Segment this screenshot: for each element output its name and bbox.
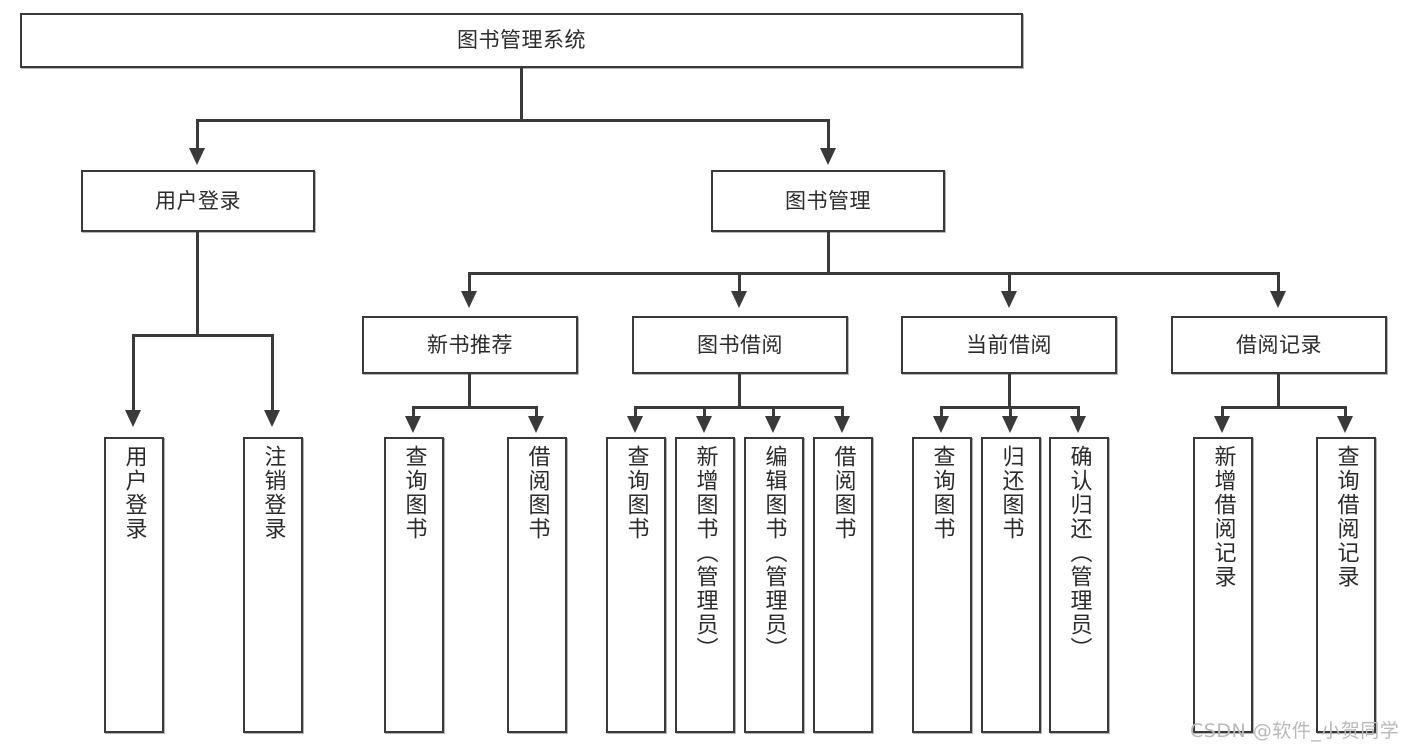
node-label: 查询借阅记录 [1333,445,1359,589]
connector-new-book-stem [468,374,471,408]
connector-user-login-stem [196,232,199,336]
arrow-to-new-book [461,291,477,308]
node-label: 图书管理 [785,188,871,213]
connector-book-manage-bar [468,272,1280,275]
node-label: 用户登录 [155,188,241,213]
node-label: 查询图书 [401,445,427,541]
arrow-book-borrow-to-leaf-1 [627,416,643,433]
node-label: 查询图书 [623,445,649,541]
connector-new-book-to-leaf-2 [535,406,538,418]
node-borrow-record[interactable]: 借阅记录 [1171,316,1387,374]
connector-current-borrow-to-leaf-3 [1077,406,1080,418]
node-current-borrow[interactable]: 当前借阅 [901,316,1117,374]
node-root-system[interactable]: 图书管理系统 [20,13,1023,68]
connector-current-borrow-to-leaf-2 [1009,406,1012,418]
node-label: 新增借阅记录 [1210,445,1236,589]
leaf-record-query[interactable]: 查询借阅记录 [1316,437,1376,733]
leaf-current-query-book[interactable]: 查询图书 [912,437,972,733]
arrow-to-current-borrow [1001,291,1017,308]
node-label: 借阅图书 [830,445,856,541]
connector-new-book-bar [412,406,538,409]
arrow-user-login-to-leaf-2 [264,410,280,427]
node-label: 归还图书 [998,445,1024,541]
arrow-to-book-borrow [731,291,747,308]
node-book-management[interactable]: 图书管理 [711,170,945,232]
connector-user-login-to-leaf-1 [132,334,135,412]
node-label: 注销登录 [260,445,286,541]
connector-root-stem [520,68,523,121]
node-user-login[interactable]: 用户登录 [81,170,315,232]
arrow-root-to-user-login [189,148,205,165]
connector-to-new-book [468,272,471,293]
connector-borrow-record-bar [1221,406,1347,409]
node-label: 用户登录 [121,445,147,541]
node-label: 图书管理系统 [457,28,586,53]
connector-book-borrow-bar [634,406,844,409]
connector-root-bar [196,119,830,122]
connector-borrow-record-to-leaf-1 [1221,406,1224,418]
connector-book-borrow-to-leaf-4 [841,406,844,418]
connector-root-to-user-login [196,119,199,150]
leaf-user-login[interactable]: 用户登录 [104,437,164,733]
node-new-book-recommend[interactable]: 新书推荐 [362,316,578,374]
leaf-new-book-query[interactable]: 查询图书 [384,437,444,733]
leaf-current-confirm-return[interactable]: 确认归还（管理员） [1049,437,1109,733]
connector-current-borrow-to-leaf-1 [940,406,943,418]
leaf-borrow-borrow-book[interactable]: 借阅图书 [813,437,873,733]
arrow-to-borrow-record [1270,291,1286,308]
leaf-current-return-book[interactable]: 归还图书 [981,437,1041,733]
arrow-current-borrow-to-leaf-3 [1070,416,1086,433]
node-label: 确认归还（管理员） [1066,445,1092,661]
leaf-record-add[interactable]: 新增借阅记录 [1193,437,1253,733]
leaf-borrow-query-book[interactable]: 查询图书 [606,437,666,733]
leaf-borrow-edit-book[interactable]: 编辑图书（管理员） [744,437,804,733]
node-label: 借阅记录 [1236,332,1322,357]
arrow-current-borrow-to-leaf-2 [1002,416,1018,433]
node-label: 新书推荐 [427,332,513,357]
connector-book-borrow-stem [738,374,741,408]
arrow-book-borrow-to-leaf-2 [696,416,712,433]
connector-book-manage-stem [827,232,830,274]
connector-to-borrow-record [1277,272,1280,293]
leaf-new-book-borrow[interactable]: 借阅图书 [507,437,567,733]
arrow-current-borrow-to-leaf-1 [933,416,949,433]
connector-user-login-bar [132,334,274,337]
connector-borrow-record-stem [1277,374,1280,408]
node-label: 编辑图书（管理员） [761,445,787,661]
connector-to-book-borrow [738,272,741,293]
arrow-book-borrow-to-leaf-3 [765,416,781,433]
connector-to-current-borrow [1008,272,1011,293]
arrow-new-book-to-leaf-2 [528,416,544,433]
connector-book-borrow-to-leaf-2 [703,406,706,418]
arrow-new-book-to-leaf-1 [405,416,421,433]
node-label: 借阅图书 [524,445,550,541]
arrow-user-login-to-leaf-1 [125,410,141,427]
connector-borrow-record-to-leaf-2 [1344,406,1347,418]
node-label: 当前借阅 [966,332,1052,357]
arrow-book-borrow-to-leaf-4 [834,416,850,433]
connector-current-borrow-stem [1008,374,1011,408]
node-book-borrow[interactable]: 图书借阅 [632,316,848,374]
node-label: 查询图书 [929,445,955,541]
arrow-borrow-record-to-leaf-1 [1214,416,1230,433]
node-label: 图书借阅 [697,332,783,357]
arrow-borrow-record-to-leaf-2 [1337,416,1353,433]
connector-book-borrow-to-leaf-3 [772,406,775,418]
leaf-borrow-add-book[interactable]: 新增图书（管理员） [675,437,735,733]
connector-user-login-to-leaf-2 [271,334,274,412]
leaf-logout[interactable]: 注销登录 [243,437,303,733]
arrow-root-to-book-manage [820,148,836,165]
connector-root-to-book-manage [827,119,830,150]
connector-book-borrow-to-leaf-1 [634,406,637,418]
connector-new-book-to-leaf-1 [412,406,415,418]
node-label: 新增图书（管理员） [692,445,718,661]
